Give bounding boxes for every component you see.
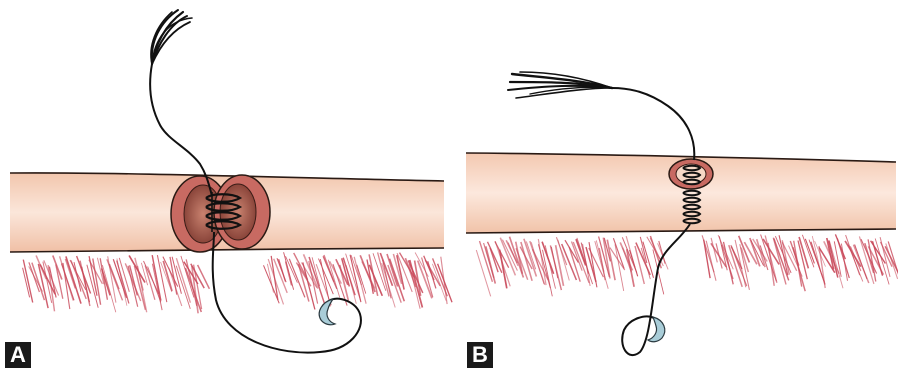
curved-needle-icon xyxy=(319,299,335,325)
tissue-fiber xyxy=(572,242,583,271)
tissue-fiber xyxy=(367,260,373,294)
tissue-fiber xyxy=(388,265,401,303)
suture-strand-upper-b xyxy=(612,88,694,160)
suture-tail-icon xyxy=(151,10,192,64)
tissue-fiber xyxy=(627,249,634,287)
tissue-fiber xyxy=(716,243,722,268)
tissue-fiber xyxy=(198,265,210,289)
panel-a xyxy=(10,10,452,353)
tissue-fibers-left-a xyxy=(23,255,210,313)
tissue-fiber xyxy=(886,243,898,279)
tissue-fiber xyxy=(538,244,550,288)
tissue-fiber xyxy=(615,244,624,291)
suture-tail-icon xyxy=(508,72,612,98)
tissue-fiber xyxy=(711,238,717,263)
tissue-fiber xyxy=(56,265,63,299)
tissue-fiber xyxy=(545,245,555,288)
tissue-fiber xyxy=(589,242,597,287)
tissue-fiber xyxy=(488,242,502,273)
tissue-fiber xyxy=(829,240,838,277)
tissue-fiber xyxy=(841,244,847,281)
tissue-fiber xyxy=(768,243,774,286)
tissue-fibers-left-b xyxy=(476,236,668,296)
tissue-fiber xyxy=(176,266,190,309)
tissue-fibers-right-b xyxy=(702,234,898,291)
tissue-fiber xyxy=(286,261,292,285)
tissue-fiber xyxy=(138,266,147,312)
tissue-fiber xyxy=(324,255,334,282)
panel-label-b: B xyxy=(467,342,493,368)
tissue-fiber xyxy=(794,241,802,287)
tissue-fiber xyxy=(23,260,32,303)
tissue-fibers-right-a xyxy=(264,252,453,309)
panel-b xyxy=(466,72,898,355)
tissue-fiber xyxy=(802,235,814,267)
panel-label-a: A xyxy=(5,342,31,368)
tissue-fiber xyxy=(387,254,398,287)
